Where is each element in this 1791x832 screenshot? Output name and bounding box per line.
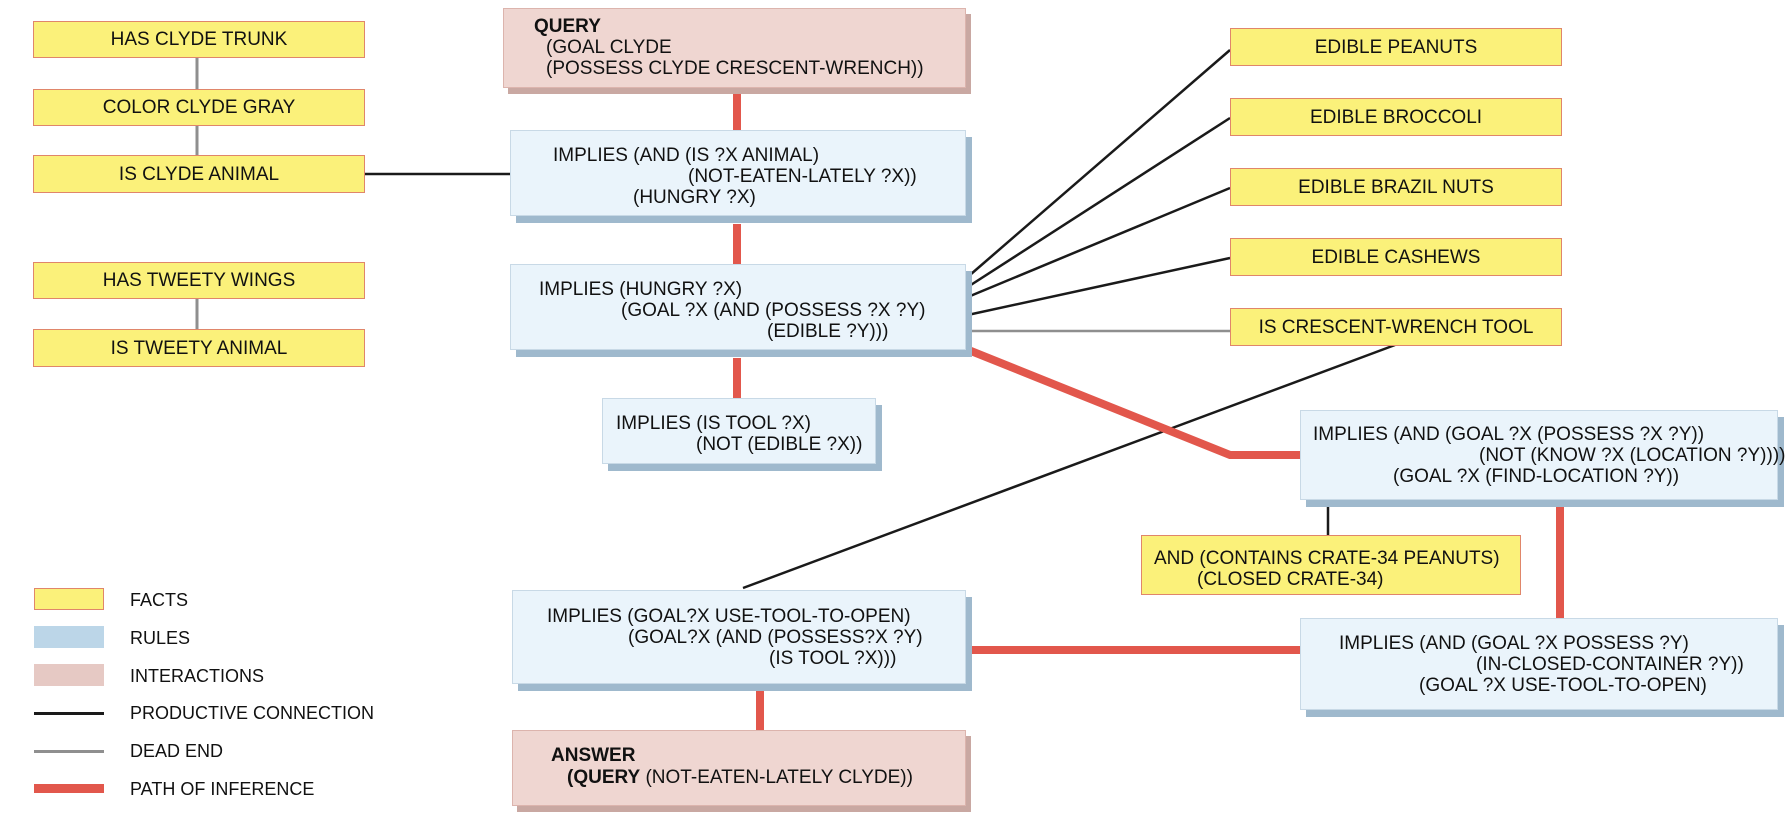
rule-tool: IMPLIES (IS TOOL ?X) (NOT (EDIBLE ?X)) (602, 398, 876, 464)
query-line-1: (GOAL CLYDE (546, 37, 672, 58)
legend-inference-label: PATH OF INFERENCE (130, 779, 315, 799)
fact-label: EDIBLE PEANUTS (1314, 36, 1478, 58)
productive-wrench-use-tool (742, 343, 1396, 590)
fact-has-tweety-wings: HAS TWEETY WINGS (33, 262, 365, 299)
rule-line-2: (GOAL?X (AND (POSSESS?X ?Y) (628, 627, 923, 648)
productive-broccoli (962, 116, 1231, 292)
legend-facts-swatch (34, 588, 104, 610)
legend-rules-label: RULES (130, 628, 191, 648)
rule-line-2: (IN-CLOSED-CONTAINER ?Y)) (1476, 654, 1744, 675)
query-box: QUERY (GOAL CLYDE (POSSESS CLYDE CRESCEN… (503, 8, 966, 88)
fact-label: EDIBLE BROCCOLI (1309, 106, 1483, 128)
fact-edible-peanuts: EDIBLE PEANUTS (1230, 28, 1562, 66)
productive-cashews (962, 256, 1231, 318)
legend-dead-end-swatch (34, 750, 104, 753)
fact-edible-broccoli: EDIBLE BROCCOLI (1230, 98, 1562, 136)
rule-line-1: IMPLIES (IS TOOL ?X) (616, 413, 811, 434)
fact-crescent-wrench-tool: IS CRESCENT-WRENCH TOOL (1230, 308, 1562, 346)
productive-peanuts (962, 49, 1231, 282)
legend-facts-label: FACTS (130, 590, 189, 610)
inference-goal-find-location (964, 345, 1300, 459)
fact-label: EDIBLE BRAZIL NUTS (1298, 176, 1494, 198)
rule-line-3: (HUNGRY ?X) (633, 187, 756, 208)
fact-label: IS CLYDE ANIMAL (118, 163, 280, 185)
fact-label: IS TWEETY ANIMAL (110, 337, 288, 359)
fact-label: IS CRESCENT-WRENCH TOOL (1258, 316, 1534, 338)
rule-line-1: IMPLIES (GOAL?X USE-TOOL-TO-OPEN) (547, 606, 911, 627)
rule-line-3: (GOAL ?X USE-TOOL-TO-OPEN) (1419, 675, 1707, 696)
fact-has-clyde-trunk: HAS CLYDE TRUNK (33, 21, 365, 58)
rule-line-1: IMPLIES (AND (GOAL ?X (POSSESS ?X ?Y)) (1313, 424, 1705, 445)
query-label: QUERY (534, 16, 601, 37)
rule-closed-container: IMPLIES (AND (GOAL ?X POSSESS ?Y) (IN-CL… (1300, 618, 1778, 710)
rule-line-2: (NOT-EATEN-LATELY ?X)) (688, 166, 917, 187)
rule-goal-edible: IMPLIES (HUNGRY ?X) (GOAL ?X (AND (POSSE… (510, 264, 966, 350)
fact-label: COLOR CLYDE GRAY (102, 97, 296, 118)
answer-rest: (NOT-EATEN-LATELY CLYDE)) (640, 767, 913, 788)
answer-box: ANSWER (QUERY (NOT-EATEN-LATELY CLYDE)) (512, 730, 966, 806)
fact-is-clyde-animal: IS CLYDE ANIMAL (33, 155, 365, 193)
legend-dead-end-label: DEAD END (130, 741, 224, 761)
legend-interactions-label: INTERACTIONS (130, 666, 265, 686)
rule-use-tool: IMPLIES (GOAL?X USE-TOOL-TO-OPEN) (GOAL?… (512, 590, 966, 684)
fact-line-2: (CLOSED CRATE-34) (1197, 569, 1384, 590)
legend-rules-swatch (34, 626, 104, 648)
fact-contains-crate: AND (CONTAINS CRATE-34 PEANUTS) (CLOSED … (1141, 535, 1521, 595)
legend-productive-label: PRODUCTIVE CONNECTION (130, 703, 375, 723)
productive-brazil-nuts (962, 186, 1231, 301)
fact-is-tweety-animal: IS TWEETY ANIMAL (33, 329, 365, 367)
query-line-2: (POSSESS CLYDE CRESCENT-WRENCH)) (546, 58, 924, 79)
rule-hungry: IMPLIES (AND (IS ?X ANIMAL) (NOT-EATEN-L… (510, 130, 966, 216)
legend-interactions-swatch (34, 664, 104, 686)
fact-edible-cashews: EDIBLE CASHEWS (1230, 238, 1562, 276)
answer-line: (QUERY (NOT-EATEN-LATELY CLYDE)) (567, 767, 913, 788)
rule-line-3: (GOAL ?X (FIND-LOCATION ?Y)) (1393, 466, 1680, 487)
fact-color-clyde-gray: COLOR CLYDE GRAY (33, 89, 365, 126)
fact-label: EDIBLE CASHEWS (1311, 246, 1481, 268)
fact-label: HAS TWEETY WINGS (102, 270, 296, 291)
fact-edible-brazil-nuts: EDIBLE BRAZIL NUTS (1230, 168, 1562, 206)
rule-line-2: (GOAL ?X (AND (POSSESS ?X ?Y) (621, 300, 926, 321)
rule-line-2: (NOT (EDIBLE ?X)) (696, 434, 863, 455)
fact-label: HAS CLYDE TRUNK (110, 29, 288, 50)
answer-query-word: (QUERY (567, 767, 641, 788)
legend-productive-swatch (34, 712, 104, 715)
fact-line-1: AND (CONTAINS CRATE-34 PEANUTS) (1154, 548, 1500, 569)
rule-line-1: IMPLIES (AND (IS ?X ANIMAL) (553, 145, 820, 166)
rule-line-3: (EDIBLE ?Y))) (767, 321, 889, 342)
rule-line-1: IMPLIES (HUNGRY ?X) (539, 279, 743, 300)
rule-line-2: (NOT (KNOW ?X (LOCATION ?Y)))) (1479, 445, 1786, 466)
rule-find-location: IMPLIES (AND (GOAL ?X (POSSESS ?X ?Y)) (… (1300, 410, 1785, 500)
rule-line-3: (IS TOOL ?X))) (769, 648, 897, 669)
answer-label: ANSWER (551, 745, 636, 766)
legend-inference-swatch (34, 784, 104, 793)
rule-line-1: IMPLIES (AND (GOAL ?X POSSESS ?Y) (1339, 633, 1689, 654)
